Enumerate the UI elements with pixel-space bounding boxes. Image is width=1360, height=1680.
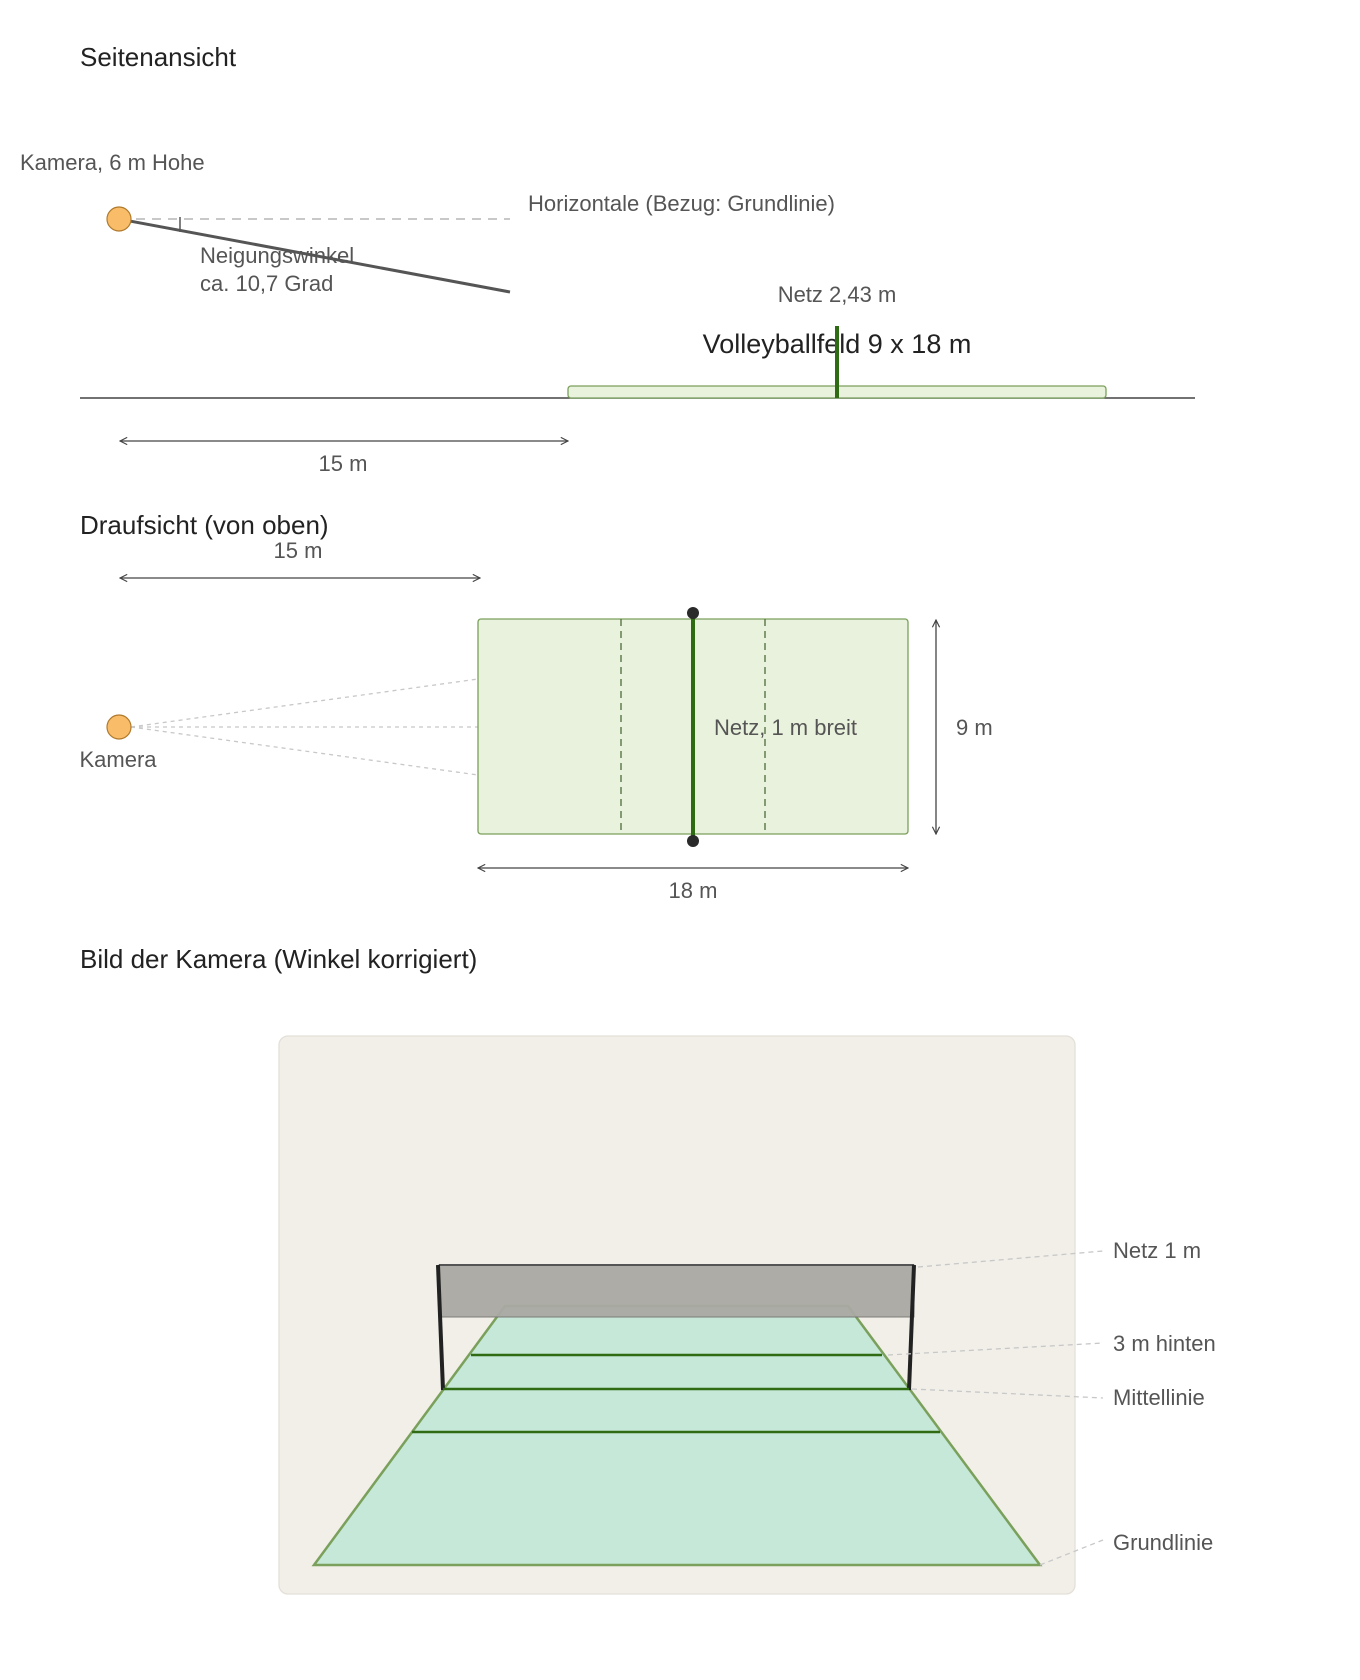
camera-view: Bild der Kamera (Winkel korrigiert) Netz… bbox=[80, 944, 1216, 1595]
horizontal-label: Horizontale (Bezug: Grundlinie) bbox=[528, 191, 835, 216]
width-label: 9 m bbox=[956, 715, 993, 740]
leader-center bbox=[911, 1388, 1104, 1399]
perspective-net bbox=[438, 1264, 915, 1318]
label-center-line: Mittellinie bbox=[1113, 1385, 1205, 1410]
label-baseline: Grundlinie bbox=[1113, 1530, 1213, 1555]
tilt-angle-label: Neigungswinkel bbox=[200, 243, 354, 268]
camera-view-title: Bild der Kamera (Winkel korrigiert) bbox=[80, 944, 477, 974]
net-post-right bbox=[907, 1264, 916, 1391]
view-ray-lower bbox=[130, 726, 479, 776]
side-view: Seitenansicht Kamera, 6 m Hohe Horizonta… bbox=[20, 42, 1195, 476]
tilt-angle-value: ca. 10,7 Grad bbox=[200, 271, 333, 296]
top-view: Draufsicht (von oben) 15 m Kamera Netz, … bbox=[79, 510, 992, 903]
net-height-label: Netz 2,43 m bbox=[778, 282, 897, 307]
top-camera-label: Kamera bbox=[79, 747, 157, 772]
side-view-title: Seitenansicht bbox=[80, 42, 237, 72]
label-back-3m: 3 m hinten bbox=[1113, 1331, 1216, 1356]
camera-sight-line bbox=[118, 217, 511, 294]
side-distance-label: 15 m bbox=[319, 451, 368, 476]
top-net-label: Netz, 1 m breit bbox=[714, 715, 857, 740]
net-post-top bbox=[687, 607, 699, 619]
leader-net bbox=[917, 1250, 1104, 1268]
top-camera-icon bbox=[106, 714, 132, 740]
leader-baseline bbox=[1039, 1539, 1104, 1566]
top-distance-label: 15 m bbox=[274, 538, 323, 563]
camera-icon bbox=[106, 206, 132, 232]
net-post-left bbox=[436, 1264, 445, 1391]
net-post-bottom bbox=[687, 835, 699, 847]
length-label: 18 m bbox=[669, 878, 718, 903]
camera-height-label: Kamera, 6 m Hohe bbox=[20, 150, 205, 175]
top-view-title: Draufsicht (von oben) bbox=[80, 510, 329, 540]
view-ray-upper bbox=[130, 678, 479, 728]
label-net: Netz 1 m bbox=[1113, 1238, 1201, 1263]
